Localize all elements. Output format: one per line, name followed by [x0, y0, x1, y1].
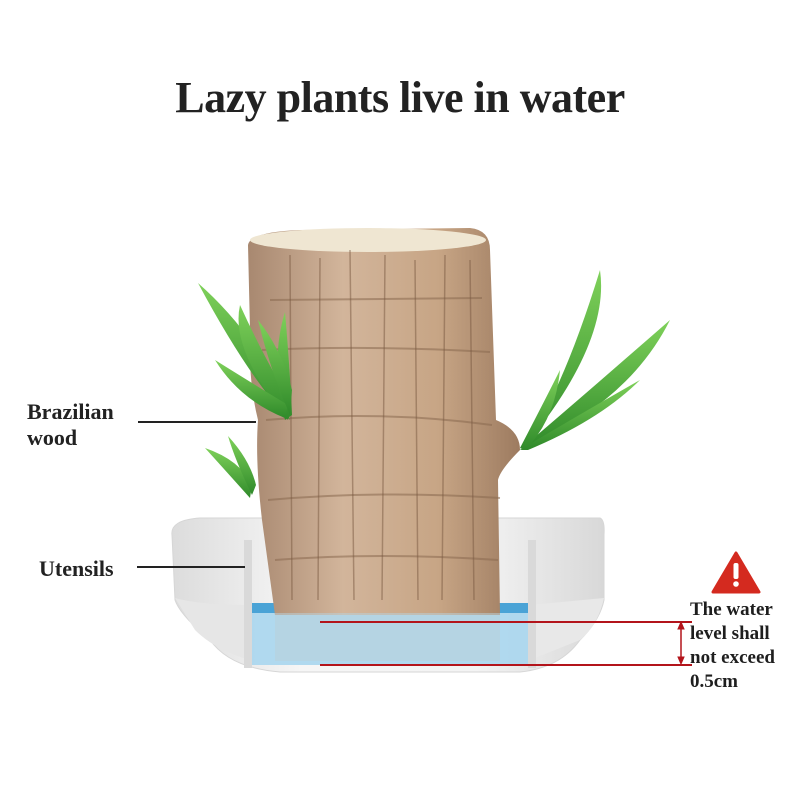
warning-line: The water	[690, 599, 773, 620]
warning-line: level shall	[690, 623, 770, 644]
leader-line-utensils	[137, 566, 245, 568]
max-water-level-line	[320, 621, 692, 623]
water-level-warning: The water level shall not exceed 0.5cm	[690, 598, 775, 694]
leader-line-wood	[138, 421, 256, 423]
page-title: Lazy plants live in water	[175, 73, 625, 122]
warning-triangle-icon	[711, 551, 761, 594]
brazilian-wood-trunk	[248, 228, 520, 661]
label-line: Brazilian	[27, 399, 114, 424]
label-line: wood	[27, 425, 78, 450]
warning-line: not exceed	[690, 647, 775, 668]
leaf-sprout-right	[520, 270, 670, 450]
label-brazilian-wood: Brazilian wood	[27, 399, 114, 451]
warning-line: 0.5cm	[690, 671, 739, 692]
label-utensils: Utensils	[39, 556, 114, 581]
leaf-sprout-left-upper	[198, 283, 292, 420]
measurement-arrow-icon	[677, 620, 685, 666]
leaf-sprout-left-lower	[205, 436, 256, 498]
base-level-line	[320, 664, 692, 666]
